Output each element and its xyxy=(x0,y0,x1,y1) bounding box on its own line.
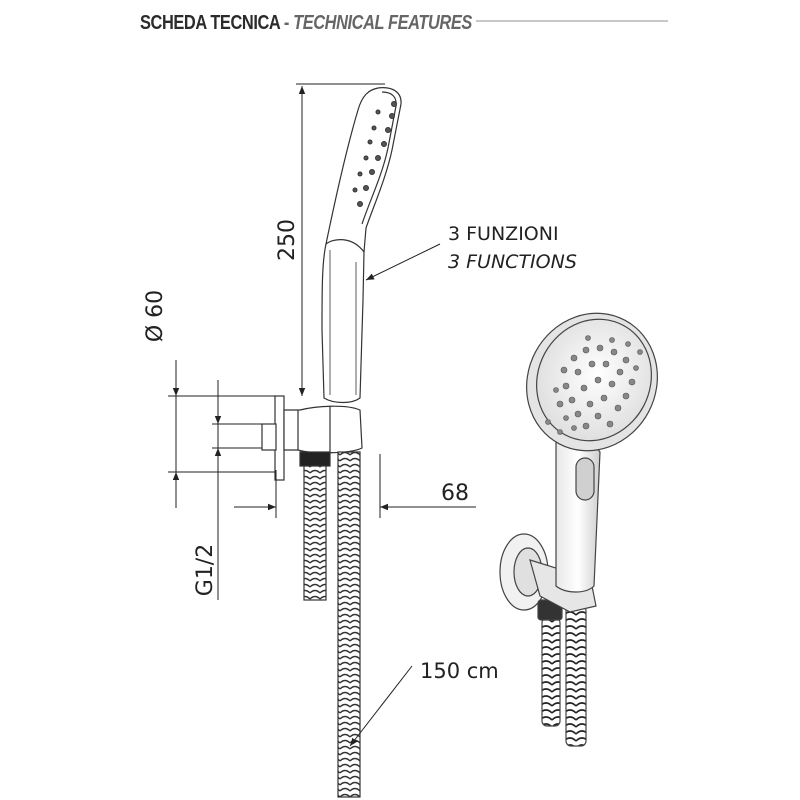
hose-main xyxy=(337,451,361,798)
dim-thread xyxy=(212,380,262,600)
bracket-body xyxy=(283,405,363,454)
hose-nut xyxy=(299,451,331,467)
illustration-nozzles xyxy=(545,335,643,435)
title-separator: - xyxy=(279,12,294,34)
dim-height xyxy=(296,83,385,396)
title-italian: SCHEDA TECNICA xyxy=(140,12,280,34)
header-rule xyxy=(476,20,668,22)
illustration-button xyxy=(575,457,595,501)
title-english: TECHNICAL FEATURES xyxy=(293,12,472,34)
callout-functions xyxy=(365,243,441,281)
side-view xyxy=(261,87,402,798)
callout-hose xyxy=(349,665,413,747)
dim-diameter-label: Ø 60 xyxy=(143,290,168,342)
nozzle-row xyxy=(352,101,397,207)
illustration-hose-right xyxy=(565,605,587,747)
dim-thread-label: G1/2 xyxy=(193,544,218,596)
hose-short xyxy=(303,465,327,601)
illustration-head-face xyxy=(536,318,652,442)
illustration-hose-left xyxy=(541,617,561,727)
dim-height-label: 250 xyxy=(275,219,300,261)
shower-head-side xyxy=(321,87,402,404)
page-title: SCHEDA TECNICA - TECHNICAL FEATURES xyxy=(140,12,472,35)
wall-connector xyxy=(261,423,277,451)
functions-it-label: 3 FUNZIONI xyxy=(448,223,559,245)
dim-depth xyxy=(234,454,476,518)
product-illustration xyxy=(499,312,658,747)
hose-length-label: 150 cm xyxy=(420,659,499,683)
dim-diameter xyxy=(168,360,276,508)
dim-depth-label: 68 xyxy=(441,481,469,506)
header: SCHEDA TECNICA - TECHNICAL FEATURES xyxy=(140,8,680,38)
functions-en-label: 3 FUNCTIONS xyxy=(448,251,577,273)
